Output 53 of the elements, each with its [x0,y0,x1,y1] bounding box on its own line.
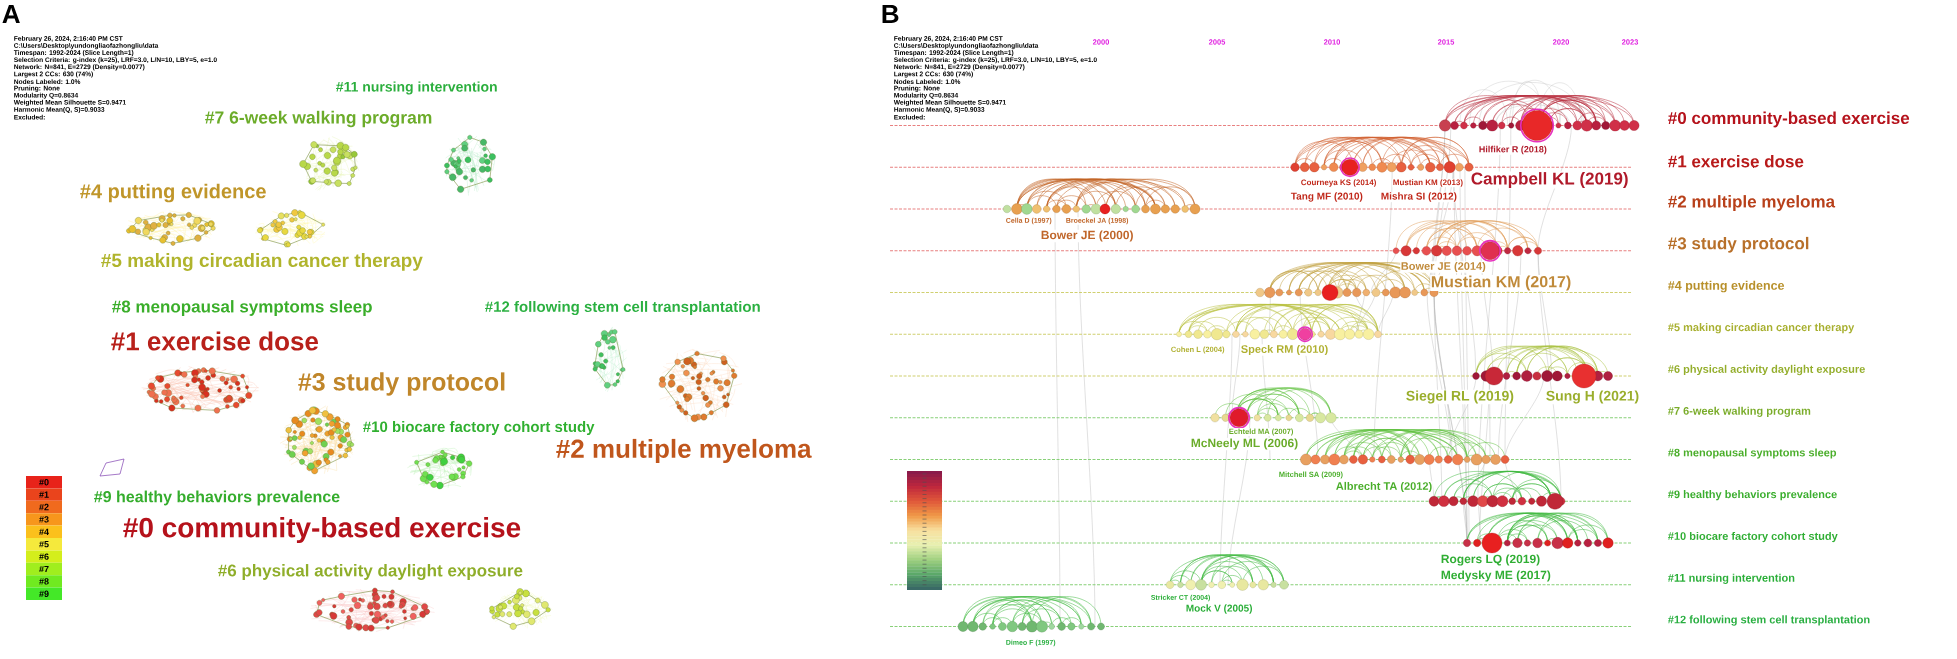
legend-label: #6 [39,553,49,560]
cluster-label: #1 exercise dose [111,331,318,351]
legend-label: #2 [39,503,49,511]
author-label: Hilfiker R (2018) [1478,145,1548,155]
legend-label: #1 [39,491,49,498]
legend-label: #4 [39,528,49,535]
cluster-label: #9 healthy behaviors prevalence [94,490,340,506]
panel-letter: A [2,5,20,23]
author-label: Mock V (2005) [1185,603,1254,615]
author-label: Courneya KS (2014) [1300,178,1377,188]
cluster-label: #11 nursing intervention [336,81,497,95]
cluster-label: #1 exercise dose [1668,154,1804,168]
cluster-label: #3 study protocol [298,372,505,396]
author-label: Sung H (2021) [1545,389,1640,405]
cluster-label: #12 following stem cell transplantation [485,301,760,316]
cluster-label: #8 menopausal symptoms sleep [1668,448,1837,459]
cluster-label: #7 6-week walking program [1668,406,1811,417]
author-label: Albrecht TA (2012) [1335,481,1433,493]
cluster-label: #8 menopausal symptoms sleep [112,300,372,316]
cluster-label: #6 physical activity daylight exposure [218,564,523,580]
cluster-label: #2 multiple myeloma [1668,195,1836,211]
legend-label: #0 [39,479,49,486]
cluster-label: #3 study protocol [1668,236,1809,253]
cluster-label: #12 following stem cell transplantation [1668,615,1870,626]
cluster-label: #0 community-based exercise [123,516,521,544]
cluster-label: #11 nursing intervention [1668,573,1795,584]
author-label: Mishra SI (2012) [1380,191,1458,203]
author-label: Rogers LQ (2019) [1440,553,1541,567]
legend-label: #5 [39,541,49,548]
cluster-label: #10 biocare factory cohort study [1668,531,1838,543]
author-label: Mustian KM (2013) [1392,178,1464,188]
cluster-label: #4 putting evidence [80,183,266,203]
cluster-label: #5 making circadian cancer therapy [101,253,423,271]
cluster-label: #7 6-week walking program [205,110,432,128]
cluster-label: #9 healthy behaviors prevalence [1668,490,1837,501]
legend-label: #3 [39,516,49,523]
cluster-label: #6 physical activity daylight exposure [1668,364,1865,376]
cluster-label: #5 making circadian cancer therapy [1668,323,1855,334]
cluster-label: #10 biocare factory cohort study [363,421,595,435]
author-label: Speck RM (2010) [1240,344,1329,356]
author-label: Tang MF (2010) [1290,191,1364,203]
cluster-label: #2 multiple myeloma [556,438,812,464]
author-label: Siegel RL (2019) [1405,389,1515,405]
author-label: Bower JE (2014) [1400,261,1487,273]
legend-label: #9 [39,590,49,597]
author-label: Medysky ME (2017) [1440,569,1552,583]
cluster-label: #4 putting evidence [1668,280,1785,293]
author-label: Bower JE (2000) [1040,229,1135,243]
legend-label: #8 [39,578,49,585]
panel-letter: B [882,5,899,23]
legend-label: #7 [39,565,49,573]
author-label: Campbell KL (2019) [1470,171,1630,189]
cluster-label: #0 community-based exercise [1668,111,1910,128]
